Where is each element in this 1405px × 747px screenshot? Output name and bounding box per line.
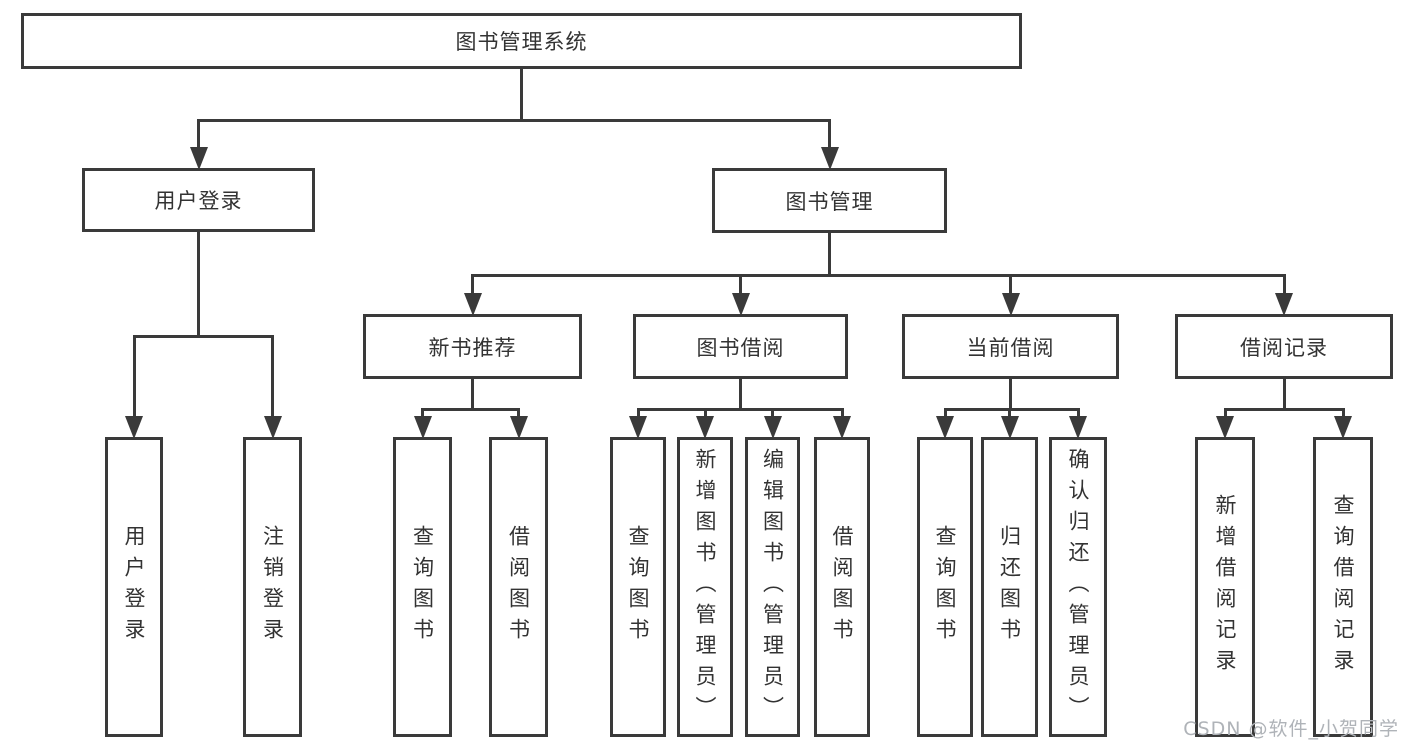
- connector-line: [517, 408, 520, 416]
- arrowhead-icon: [1000, 416, 1019, 439]
- arrowhead-icon: [936, 416, 954, 439]
- node-label-cb-confirm-return: 确认归还（管理员）: [1066, 447, 1090, 727]
- connector-line: [197, 232, 200, 338]
- node-bb-edit-book: 编辑图书（管理员）: [745, 437, 800, 737]
- node-label-br-add-record: 新增借阅记录: [1213, 494, 1237, 680]
- arrowhead-icon: [1216, 416, 1234, 439]
- arrowhead-icon: [731, 293, 750, 316]
- connector-line: [271, 335, 274, 416]
- node-label-borrow-records: 借阅记录: [1240, 335, 1328, 360]
- connector-line: [1009, 379, 1012, 411]
- connector-line: [828, 119, 831, 147]
- arrowhead-icon: [763, 416, 782, 439]
- node-book-mgmt: 图书管理: [712, 168, 947, 233]
- connector-line: [636, 408, 844, 411]
- node-cb-query-book: 查询图书: [917, 437, 973, 737]
- node-rec-borrow-book: 借阅图书: [489, 437, 548, 737]
- arrowhead-icon: [463, 293, 482, 316]
- connector-line: [132, 335, 274, 338]
- connector-line: [471, 274, 1286, 277]
- node-label-logout: 注销登录: [260, 525, 285, 649]
- connector-line: [471, 274, 474, 293]
- node-borrow-records: 借阅记录: [1175, 314, 1393, 379]
- node-br-add-record: 新增借阅记录: [1195, 437, 1255, 737]
- connector-line: [1341, 408, 1345, 416]
- connector-line: [943, 408, 1080, 411]
- connector-line: [739, 379, 742, 411]
- node-user-login: 用户登录: [82, 168, 315, 232]
- node-label-bb-query-book: 查询图书: [626, 525, 650, 649]
- connector-line: [636, 408, 640, 416]
- connector-line: [1009, 274, 1012, 293]
- arrowhead-icon: [263, 416, 282, 439]
- arrowhead-icon: [833, 416, 851, 439]
- arrowhead-icon: [125, 416, 143, 439]
- node-label-bb-borrow-book: 借阅图书: [830, 525, 854, 649]
- node-rec-query-book: 查询图书: [393, 437, 452, 737]
- arrowhead-icon: [413, 416, 432, 439]
- connector-line: [520, 69, 523, 122]
- node-label-book-mgmt: 图书管理: [785, 189, 874, 214]
- connector-line: [828, 233, 831, 277]
- node-label-rec-query-book: 查询图书: [410, 525, 435, 649]
- connector-line: [1008, 408, 1011, 416]
- arrowhead-icon: [189, 147, 208, 170]
- node-label-login: 用户登录: [122, 525, 146, 649]
- arrowhead-icon: [629, 416, 647, 439]
- node-label-root: 图书管理系统: [455, 30, 588, 54]
- connector-line: [1076, 408, 1080, 416]
- connector-line: [1282, 379, 1286, 411]
- node-label-br-query-record: 查询借阅记录: [1331, 494, 1355, 680]
- node-label-bb-edit-book: 编辑图书（管理员）: [760, 447, 785, 727]
- connector-line: [197, 119, 831, 122]
- connector-line: [943, 408, 947, 416]
- node-book-borrow: 图书借阅: [633, 314, 848, 379]
- connector-line: [1223, 408, 1345, 411]
- node-bb-query-book: 查询图书: [610, 437, 666, 737]
- arrowhead-icon: [696, 416, 714, 439]
- connector-line: [1282, 274, 1286, 293]
- connector-line: [132, 335, 136, 416]
- connector-line: [1223, 408, 1227, 416]
- connector-line: [739, 274, 742, 293]
- arrowhead-icon: [1069, 416, 1087, 439]
- node-label-cb-query-book: 查询图书: [933, 525, 957, 649]
- node-root: 图书管理系统: [21, 13, 1022, 69]
- connector-line: [771, 408, 774, 416]
- node-current-borrow: 当前借阅: [902, 314, 1119, 379]
- node-label-bb-add-book: 新增图书（管理员）: [693, 447, 717, 727]
- arrowhead-icon: [820, 147, 839, 170]
- node-cb-confirm-return: 确认归还（管理员）: [1049, 437, 1107, 737]
- arrowhead-icon: [1334, 416, 1352, 439]
- node-label-user-login: 用户登录: [154, 189, 243, 213]
- node-label-current-borrow: 当前借阅: [966, 335, 1055, 360]
- node-label-new-book-rec: 新书推荐: [428, 335, 517, 360]
- node-new-book-rec: 新书推荐: [363, 314, 582, 379]
- node-cb-return-book: 归还图书: [981, 437, 1038, 737]
- node-br-query-record: 查询借阅记录: [1313, 437, 1373, 737]
- connector-line: [703, 408, 707, 416]
- node-bb-add-book: 新增图书（管理员）: [677, 437, 733, 737]
- node-label-book-borrow: 图书借阅: [696, 335, 785, 360]
- connector-line: [421, 408, 424, 416]
- node-label-rec-borrow-book: 借阅图书: [506, 525, 531, 649]
- connector-line: [197, 119, 200, 147]
- connector-line: [840, 408, 844, 416]
- node-login: 用户登录: [105, 437, 163, 737]
- connector-line: [471, 379, 474, 411]
- arrowhead-icon: [1275, 293, 1293, 316]
- node-logout: 注销登录: [243, 437, 302, 737]
- node-label-cb-return-book: 归还图书: [997, 525, 1022, 649]
- arrowhead-icon: [509, 416, 528, 439]
- node-bb-borrow-book: 借阅图书: [814, 437, 870, 737]
- arrowhead-icon: [1001, 293, 1020, 316]
- connector-line: [421, 408, 520, 411]
